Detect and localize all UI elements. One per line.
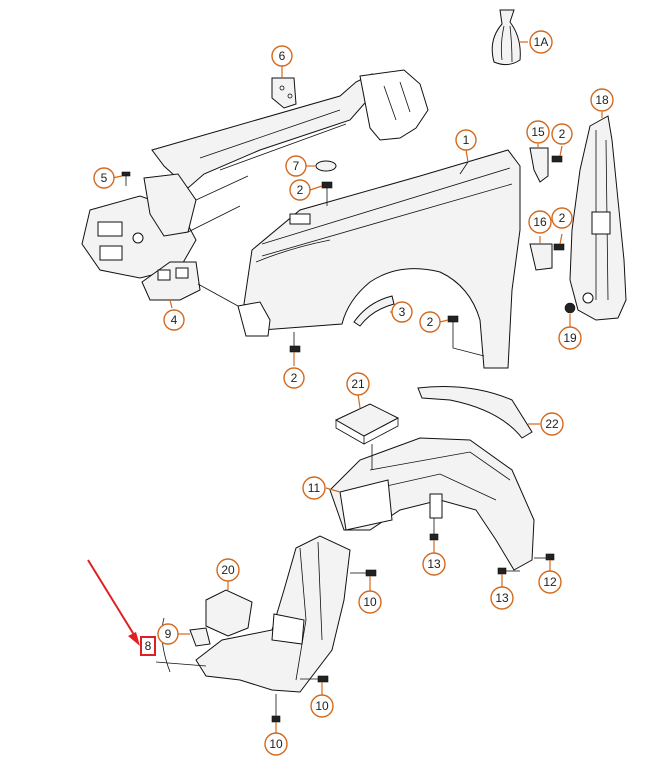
callout-5: 5: [93, 167, 115, 189]
callout-15: 15: [526, 120, 550, 144]
callout-2: 2: [283, 367, 305, 389]
part-22-strip: [417, 386, 540, 439]
callout-3: 3: [391, 301, 413, 323]
callout-layer: 1A 6 18 1 15 2 5 7 2 16 2 4 3 2 19 2 21 22 11 13 12 13 20 10 98 1…: [93, 30, 614, 756]
callout-16: 16: [528, 210, 552, 234]
callout-label: 15: [531, 125, 545, 139]
callout-8-highlighted: 8: [140, 636, 156, 656]
callout-label: 10: [363, 595, 377, 609]
callout-label: 18: [595, 93, 609, 107]
callout-2: 2: [551, 207, 573, 229]
callout-12: 12: [538, 570, 562, 594]
part-13-screw-b: [497, 567, 520, 588]
callout-label: 2: [291, 371, 298, 385]
part-20-pad: [205, 580, 253, 637]
callout-13: 13: [490, 586, 514, 610]
callout-21: 21: [346, 372, 370, 396]
part-18-panel: [569, 112, 627, 321]
callout-label: 21: [351, 377, 365, 391]
callout-label: 1: [463, 133, 470, 147]
callout-22: 22: [540, 412, 564, 436]
part-6-bracket: [271, 66, 297, 109]
callout-label: 7: [293, 159, 300, 173]
callout-label: 5: [101, 171, 108, 185]
callout-18: 18: [590, 88, 614, 112]
part-10-screw-b: [300, 675, 329, 696]
part-lock-carrier: [81, 69, 429, 279]
part-2-screw-upper: [309, 181, 333, 206]
part-7-clip: [306, 160, 337, 172]
callout-6: 6: [271, 45, 293, 67]
part-2-screw-wheel-arch: [439, 315, 485, 357]
part-1a-boot: [491, 9, 528, 66]
callout-10: 10: [358, 590, 382, 614]
callout-label: 12: [543, 575, 557, 589]
callout-4: 4: [163, 309, 185, 331]
callout-label: 2: [297, 183, 304, 197]
part-12-screw: [534, 553, 555, 572]
part-13-screw-a: [429, 518, 439, 554]
part-3-trim: [353, 295, 395, 327]
part-5-screw: [111, 171, 131, 186]
part-9-clip: [176, 627, 211, 647]
part-4-bracket: [141, 261, 239, 309]
part-1-fender: [237, 149, 521, 369]
part-19-nut: [564, 302, 576, 328]
part-8-liner: [155, 535, 351, 693]
part-10-screw-c: [271, 694, 281, 734]
highlight-arrow: [87, 559, 140, 646]
callout-label: 22: [545, 417, 559, 431]
callout-10: 10: [264, 732, 288, 756]
part-21-pad: [334, 393, 400, 445]
callout-20: 20: [216, 558, 240, 582]
callout-label: 9: [165, 627, 172, 641]
callout-label: 11: [308, 481, 321, 495]
callout-13: 13: [422, 552, 446, 576]
callout-label: 3: [399, 305, 406, 319]
part-11-liner: [325, 437, 535, 571]
callout-2: 2: [289, 179, 311, 201]
part-15-bracket: [529, 144, 563, 183]
callout-label: 10: [269, 737, 283, 751]
callout-label: 2: [559, 211, 566, 225]
callout-10: 10: [310, 694, 334, 718]
callout-7: 7: [285, 155, 307, 177]
callout-1A: 1A: [529, 30, 553, 54]
callout-label: 19: [563, 331, 577, 345]
callout-label: 2: [559, 127, 566, 141]
part-10-screw-a: [350, 569, 377, 592]
callout-label: 2: [427, 315, 434, 329]
part-2-screw-lower-left: [289, 332, 301, 366]
callout-label: 1A: [534, 35, 549, 49]
callout-2: 2: [419, 311, 441, 333]
callout-2: 2: [551, 123, 573, 145]
callout-label: 13: [495, 591, 509, 605]
part-16-bracket: [529, 233, 565, 271]
callout-9: 9: [157, 623, 179, 645]
callout-label: 13: [427, 557, 441, 571]
callout-label: 4: [171, 313, 178, 327]
callout-label: 8: [145, 639, 152, 653]
callout-11: 11: [302, 476, 326, 500]
callout-label: 16: [533, 215, 547, 229]
callout-label: 6: [279, 49, 286, 63]
callout-label: 20: [221, 563, 235, 577]
callout-1: 1: [455, 129, 477, 151]
callout-19: 19: [558, 326, 582, 350]
callout-label: 10: [315, 699, 329, 713]
